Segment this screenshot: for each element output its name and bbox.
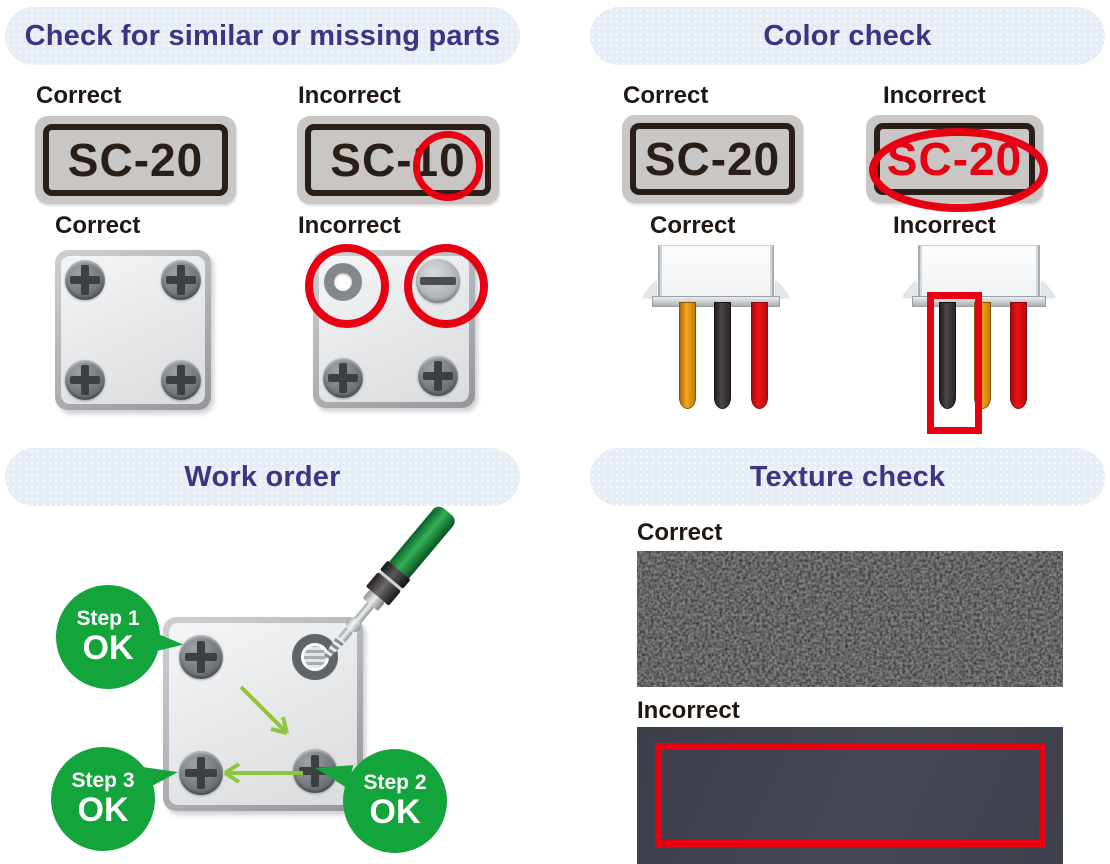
phillips-screw-icon [323,358,363,398]
red-circle-marker [305,244,389,328]
phillips-screw-icon [65,260,105,300]
texture-check-title-pill: Texture check [590,448,1105,506]
color-check-title: Color check [763,19,932,52]
connector-wing-icon [643,281,656,297]
red-ellipse-marker [869,128,1048,212]
parts-row2-incorrect-label: Incorrect [298,212,401,239]
step-2-result: OK [369,793,421,832]
plate-incorrect [305,244,488,408]
phillips-screw-icon [179,751,223,795]
color-row1-correct-label: Correct [623,82,709,109]
step-2-bubble: Step 2 OK [343,749,447,853]
connector-wing-icon [903,281,916,297]
connector-wing-icon [1042,281,1055,297]
screw-being-driven-icon [292,634,338,680]
part-badge-correct-text: SC-20 [67,134,204,186]
texture-check-title: Texture check [749,460,946,493]
parts-row1-incorrect-label: Incorrect [298,82,401,109]
plate-correct [55,250,211,410]
color-row2-correct-label: Correct [650,212,736,239]
wire-orange [679,302,696,409]
step-2-label: Step 2 [363,771,427,795]
work-order-title: Work order [184,460,341,493]
texture-sample-incorrect [637,727,1063,864]
parts-check-title: Check for similar or missing parts [24,19,501,52]
step-3-bubble: Step 3 OK [51,747,155,851]
phillips-screw-icon [161,260,201,300]
step-1-bubble: Step 1 OK [56,585,160,689]
color-check-title-pill: Color check [590,7,1105,65]
part-badge-incorrect: SC-10 [297,116,499,204]
parts-check-title-pill: Check for similar or missing parts [5,7,520,65]
red-circle-marker [404,244,488,328]
red-circle-marker [413,131,483,201]
part-badge-correct: SC-20 [35,116,236,204]
parts-row1-correct-label: Correct [36,82,122,109]
phillips-screw-icon [161,360,201,400]
color-row1-incorrect-label: Incorrect [883,82,986,109]
wire-black [714,302,731,409]
connector-wing-icon [776,281,789,297]
phillips-screw-icon [179,635,223,679]
wire-red [751,302,768,409]
color-badge-incorrect: SC-20 [866,115,1048,212]
wire-red [1010,302,1027,409]
texture-sample-correct [637,551,1063,687]
step-1-label: Step 1 [76,607,140,631]
parts-row2-correct-label: Correct [55,212,141,239]
red-box-marker [927,292,982,434]
red-box-marker [655,743,1046,847]
phillips-screw-icon [418,356,458,396]
wire-black [939,302,956,409]
work-order-arrows [223,685,303,784]
work-order-plate [163,617,363,811]
texture-incorrect-label: Incorrect [637,697,740,724]
phillips-screw-icon [65,360,105,400]
color-row2-incorrect-label: Incorrect [893,212,996,239]
work-order-title-pill: Work order [5,448,520,506]
step-3-label: Step 3 [71,769,135,793]
texture-correct-label: Correct [637,519,723,546]
color-badge-correct: SC-20 [622,115,803,203]
step-3-result: OK [77,791,129,830]
color-badge-correct-text: SC-20 [644,133,781,185]
step-1-result: OK [82,629,134,668]
connector-correct-illustration [643,245,789,307]
arrow-diagonal-icon [239,685,289,735]
